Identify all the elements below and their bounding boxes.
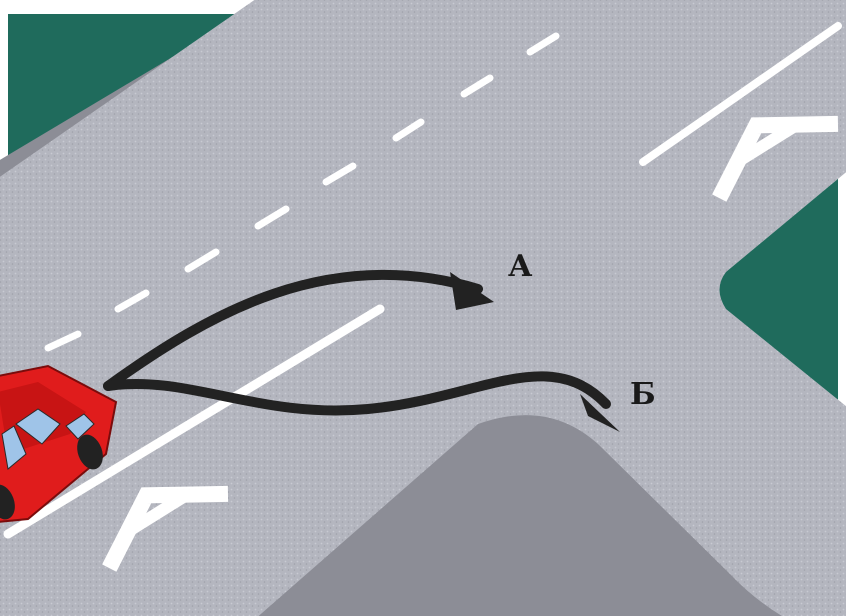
car-icon [0, 364, 118, 523]
route-arrow-b [103, 371, 611, 416]
lower-lane-line [3, 304, 385, 539]
lane-letter-a-icon [102, 485, 229, 572]
lane-dashes [44, 32, 560, 352]
arrowhead-b [580, 394, 620, 432]
route-label-b: Б [630, 377, 656, 412]
upper-lane-line [639, 22, 842, 166]
lane-letter-a-icon [712, 115, 839, 202]
route-label-a: А [508, 249, 533, 284]
arrowhead-a [450, 272, 494, 310]
route-arrow-a [103, 269, 483, 391]
